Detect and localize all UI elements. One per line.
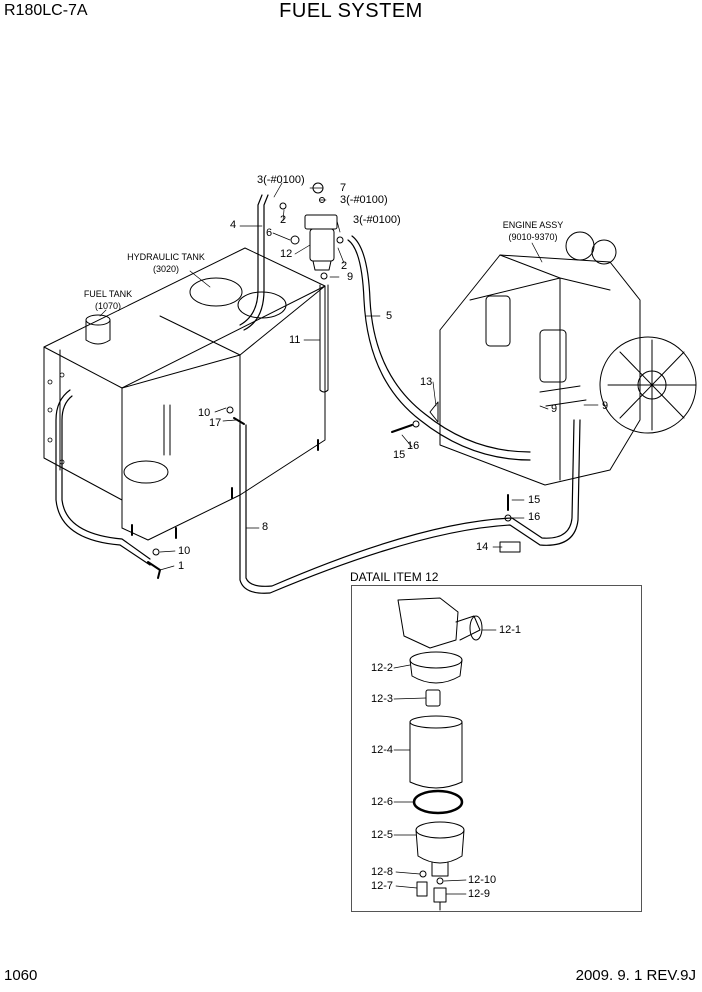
drain-plug xyxy=(416,881,428,897)
sensor-plug xyxy=(433,887,447,911)
hose-4 xyxy=(239,194,263,326)
callout-5: 5 xyxy=(386,310,393,322)
hose-5 xyxy=(347,239,531,461)
detail-title: DATAIL ITEM 12 xyxy=(350,570,439,584)
revision-date: 2009. 9. 1 REV.9J xyxy=(575,967,696,984)
callout-12: 12 xyxy=(280,248,293,260)
callout-7: 7 xyxy=(340,182,347,194)
fuel-tank-side-face xyxy=(121,354,241,541)
small-parts xyxy=(147,406,521,579)
hydraulic-tank-side-face xyxy=(239,285,326,496)
hydraulic-tank-label: HYDRAULIC TANK xyxy=(127,252,205,262)
callout-3-middle: 3(-#0100) xyxy=(340,194,388,206)
engine-assy-label: ENGINE ASSY xyxy=(502,220,564,230)
callout-10-hose: 10 xyxy=(178,545,191,557)
fuel-tank-label: FUEL TANK xyxy=(83,289,133,299)
tank-partition-line xyxy=(159,315,241,356)
o-ring-10 xyxy=(152,548,160,556)
callout-17: 17 xyxy=(209,417,222,429)
engine-fuel-filter xyxy=(485,295,511,347)
page-title: FUEL SYSTEM xyxy=(279,0,423,22)
callout-15-upper: 15 xyxy=(393,449,406,461)
suction-pipe xyxy=(319,284,329,393)
callout-3-upper: 3(-#0100) xyxy=(257,174,305,186)
callout-8: 8 xyxy=(262,521,269,533)
bracket-13 xyxy=(429,401,439,423)
callout-9-filter: 9 xyxy=(347,271,354,283)
callout-14: 14 xyxy=(476,541,489,553)
callout-10-tank: 10 xyxy=(198,407,211,419)
callout-15-lower: 15 xyxy=(528,494,541,506)
fuel-filler-neck xyxy=(85,319,111,345)
engine-drawing xyxy=(429,231,697,486)
callout-9-engine-right: 9 xyxy=(602,400,609,412)
detail-callout-12-7: 12-7 xyxy=(371,880,394,892)
return-filter-cover xyxy=(237,291,287,319)
callout-2-upper: 2 xyxy=(280,214,287,226)
detail-frame-item-12 xyxy=(351,585,642,912)
fuel-tank-code: (1070) xyxy=(94,301,121,311)
callout-3-lower: 3(-#0100) xyxy=(353,214,401,226)
detail-callout-12-1: 12-1 xyxy=(499,624,522,636)
callout-13: 13 xyxy=(420,376,433,388)
model-number: R180LC-7A xyxy=(4,2,88,19)
clamp-14 xyxy=(499,541,521,553)
fuel-hoses xyxy=(55,194,581,594)
callout-16-lower: 16 xyxy=(528,511,541,523)
callout-9-engine-left: 9 xyxy=(551,403,558,415)
detail-callout-12-5: 12-5 xyxy=(371,829,394,841)
detail-callout-12-2: 12-2 xyxy=(371,662,394,674)
detail-callout-12-10: 12-10 xyxy=(468,874,497,886)
callout-4: 4 xyxy=(230,219,237,231)
hose-8 xyxy=(239,419,581,594)
detail-item-12-drawing xyxy=(393,597,497,911)
callout-11: 11 xyxy=(289,334,301,346)
detail-callout-12-4: 12-4 xyxy=(371,744,394,756)
fuel-filler-cap xyxy=(85,314,111,326)
callout-2-lower: 2 xyxy=(341,260,348,272)
hose-1 xyxy=(55,389,151,566)
fuel-water-separator xyxy=(539,329,567,383)
fuel-tank-front-face xyxy=(43,346,123,501)
fuel-filter-assembly xyxy=(279,182,344,280)
callout-6: 6 xyxy=(266,227,273,239)
callout-1: 1 xyxy=(178,560,185,572)
engine-assy-code: (9010-9370) xyxy=(508,232,558,242)
hydraulic-tank-cover xyxy=(189,277,243,307)
detail-callout-12-6: 12-6 xyxy=(371,796,394,808)
leader-lines xyxy=(99,182,599,571)
hydraulic-tank-code: (3020) xyxy=(152,264,179,274)
fuel-tank-cleanout-cover xyxy=(123,460,169,484)
connector-1 xyxy=(147,561,161,579)
callout-16-upper: 16 xyxy=(407,440,420,452)
filter-head xyxy=(397,597,459,649)
detail-callout-12-9: 12-9 xyxy=(468,888,491,900)
engine-block-outline xyxy=(439,254,641,486)
page-number: 1060 xyxy=(4,967,38,984)
tank-flange xyxy=(59,349,123,529)
bolt-15 xyxy=(391,424,413,433)
detail-callout-12-8: 12-8 xyxy=(371,866,394,878)
fuel-level-gauge xyxy=(163,404,171,456)
detail-callout-12-3: 12-3 xyxy=(371,693,394,705)
